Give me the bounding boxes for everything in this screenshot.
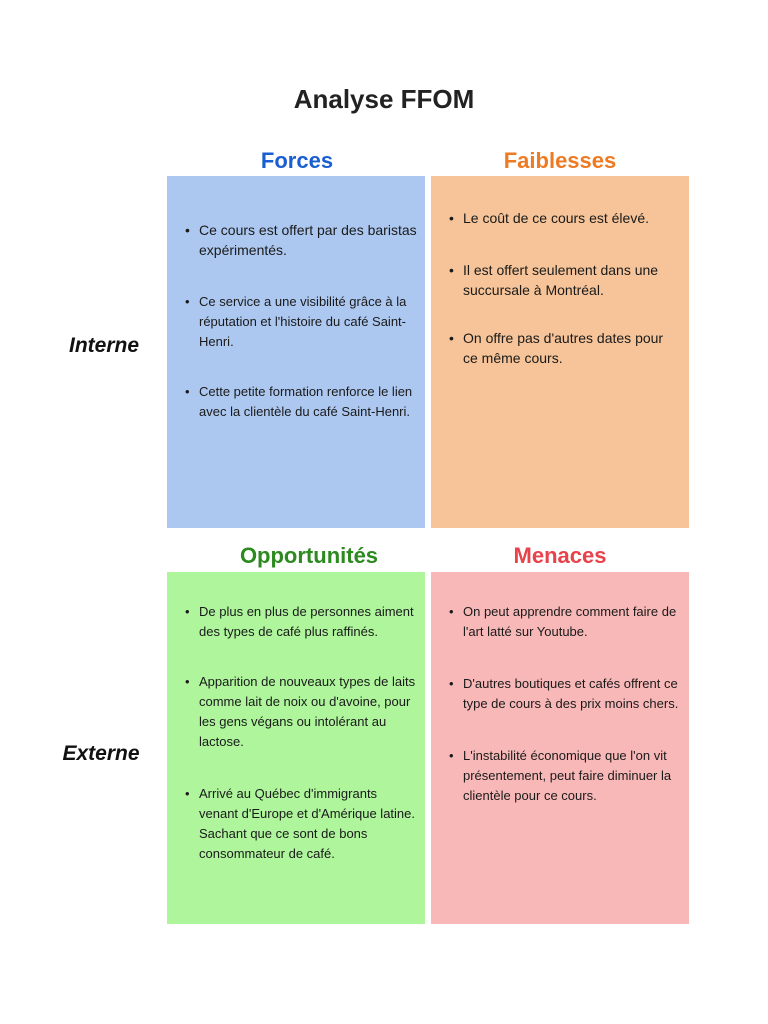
menaces-item: On peut apprendre comment faire de l'art…: [449, 602, 681, 642]
opportunites-item: De plus en plus de personnes aiment des …: [185, 602, 417, 642]
row-label-external: Externe: [62, 742, 140, 765]
opportunites-item: Apparition de nouveaux types de laits co…: [185, 672, 417, 752]
forces-list: Ce cours est offert par des baristas exp…: [185, 220, 417, 422]
opportunites-list: De plus en plus de personnes aiment des …: [185, 602, 417, 864]
quadrant-opportunites: De plus en plus de personnes aiment des …: [167, 572, 425, 924]
forces-item: Ce service a une visibilité grâce à la r…: [185, 292, 417, 352]
faiblesses-item: Le coût de ce cours est élevé.: [449, 208, 681, 228]
heading-opportunites: Opportunités: [239, 543, 379, 568]
quadrant-forces: Ce cours est offert par des baristas exp…: [167, 176, 425, 528]
heading-forces: Forces: [260, 148, 334, 173]
quadrant-faiblesses: Le coût de ce cours est élevé. Il est of…: [431, 176, 689, 528]
menaces-item: D'autres boutiques et cafés offrent ce t…: [449, 674, 681, 714]
quadrant-menaces: On peut apprendre comment faire de l'art…: [431, 572, 689, 924]
forces-item: Ce cours est offert par des baristas exp…: [185, 220, 417, 260]
diagram-title: Analyse FFOM: [293, 84, 475, 114]
forces-item: Cette petite formation renforce le lien …: [185, 382, 417, 422]
row-label-internal: Interne: [68, 334, 139, 357]
faiblesses-item: Il est offert seulement dans une succurs…: [449, 260, 681, 300]
menaces-item: L'instabilité économique que l'on vit pr…: [449, 746, 681, 806]
faiblesses-item: On offre pas d'autres dates pour ce même…: [449, 328, 681, 368]
faiblesses-list: Le coût de ce cours est élevé. Il est of…: [449, 208, 681, 368]
heading-faiblesses: Faiblesses: [503, 148, 617, 173]
opportunites-item: Arrivé au Québec d'immigrants venant d'E…: [185, 784, 417, 864]
menaces-list: On peut apprendre comment faire de l'art…: [449, 602, 681, 806]
heading-menaces: Menaces: [513, 543, 607, 568]
